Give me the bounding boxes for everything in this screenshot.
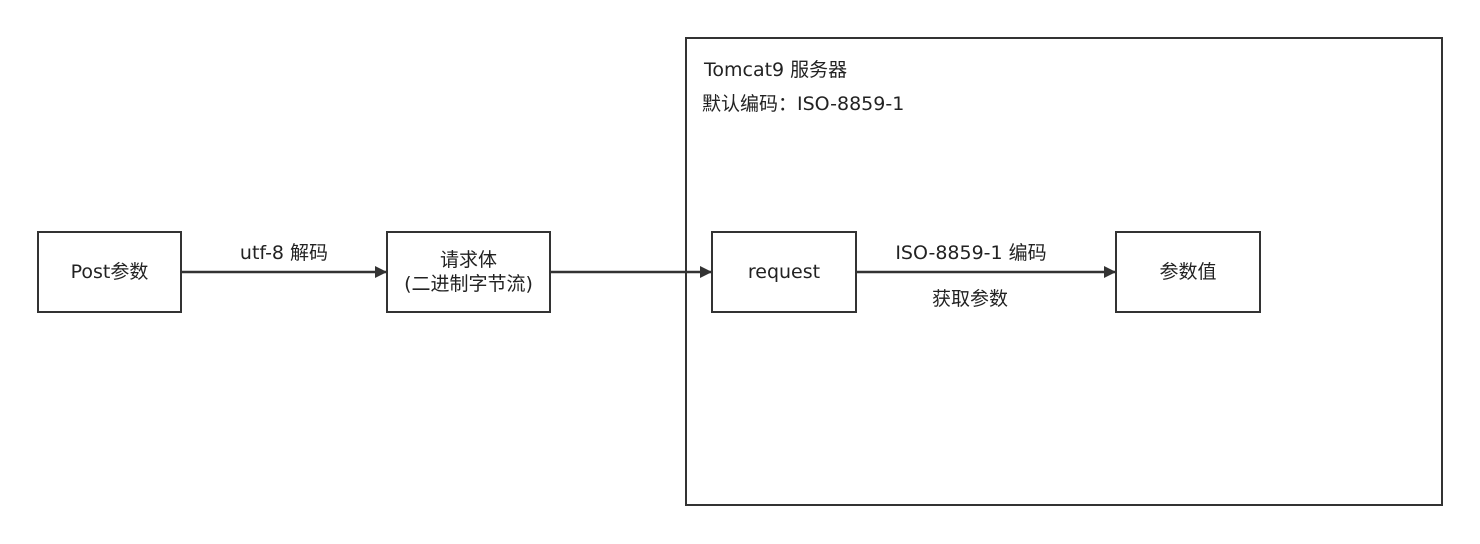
param-value-label: 参数值 bbox=[1159, 261, 1217, 283]
get-param-label: 获取参数 bbox=[931, 288, 1009, 310]
request-body-node: 请求体 (二进制字节流) bbox=[386, 231, 551, 313]
request-label: request bbox=[747, 261, 821, 283]
utf8-decode-label: utf-8 解码 bbox=[239, 242, 329, 264]
post-params-node: Post参数 bbox=[37, 231, 182, 313]
tomcat-server-title: Tomcat9 服务器 bbox=[704, 59, 848, 81]
iso-encode-label: ISO-8859-1 编码 bbox=[895, 242, 1047, 264]
request-node: request bbox=[711, 231, 857, 313]
request-body-sublabel: (二进制字节流) bbox=[404, 273, 533, 295]
request-body-label: 请求体 bbox=[439, 249, 497, 271]
param-value-node: 参数值 bbox=[1115, 231, 1261, 313]
post-params-label: Post参数 bbox=[70, 261, 149, 283]
default-encoding-label: 默认编码：ISO-8859-1 bbox=[702, 93, 905, 115]
